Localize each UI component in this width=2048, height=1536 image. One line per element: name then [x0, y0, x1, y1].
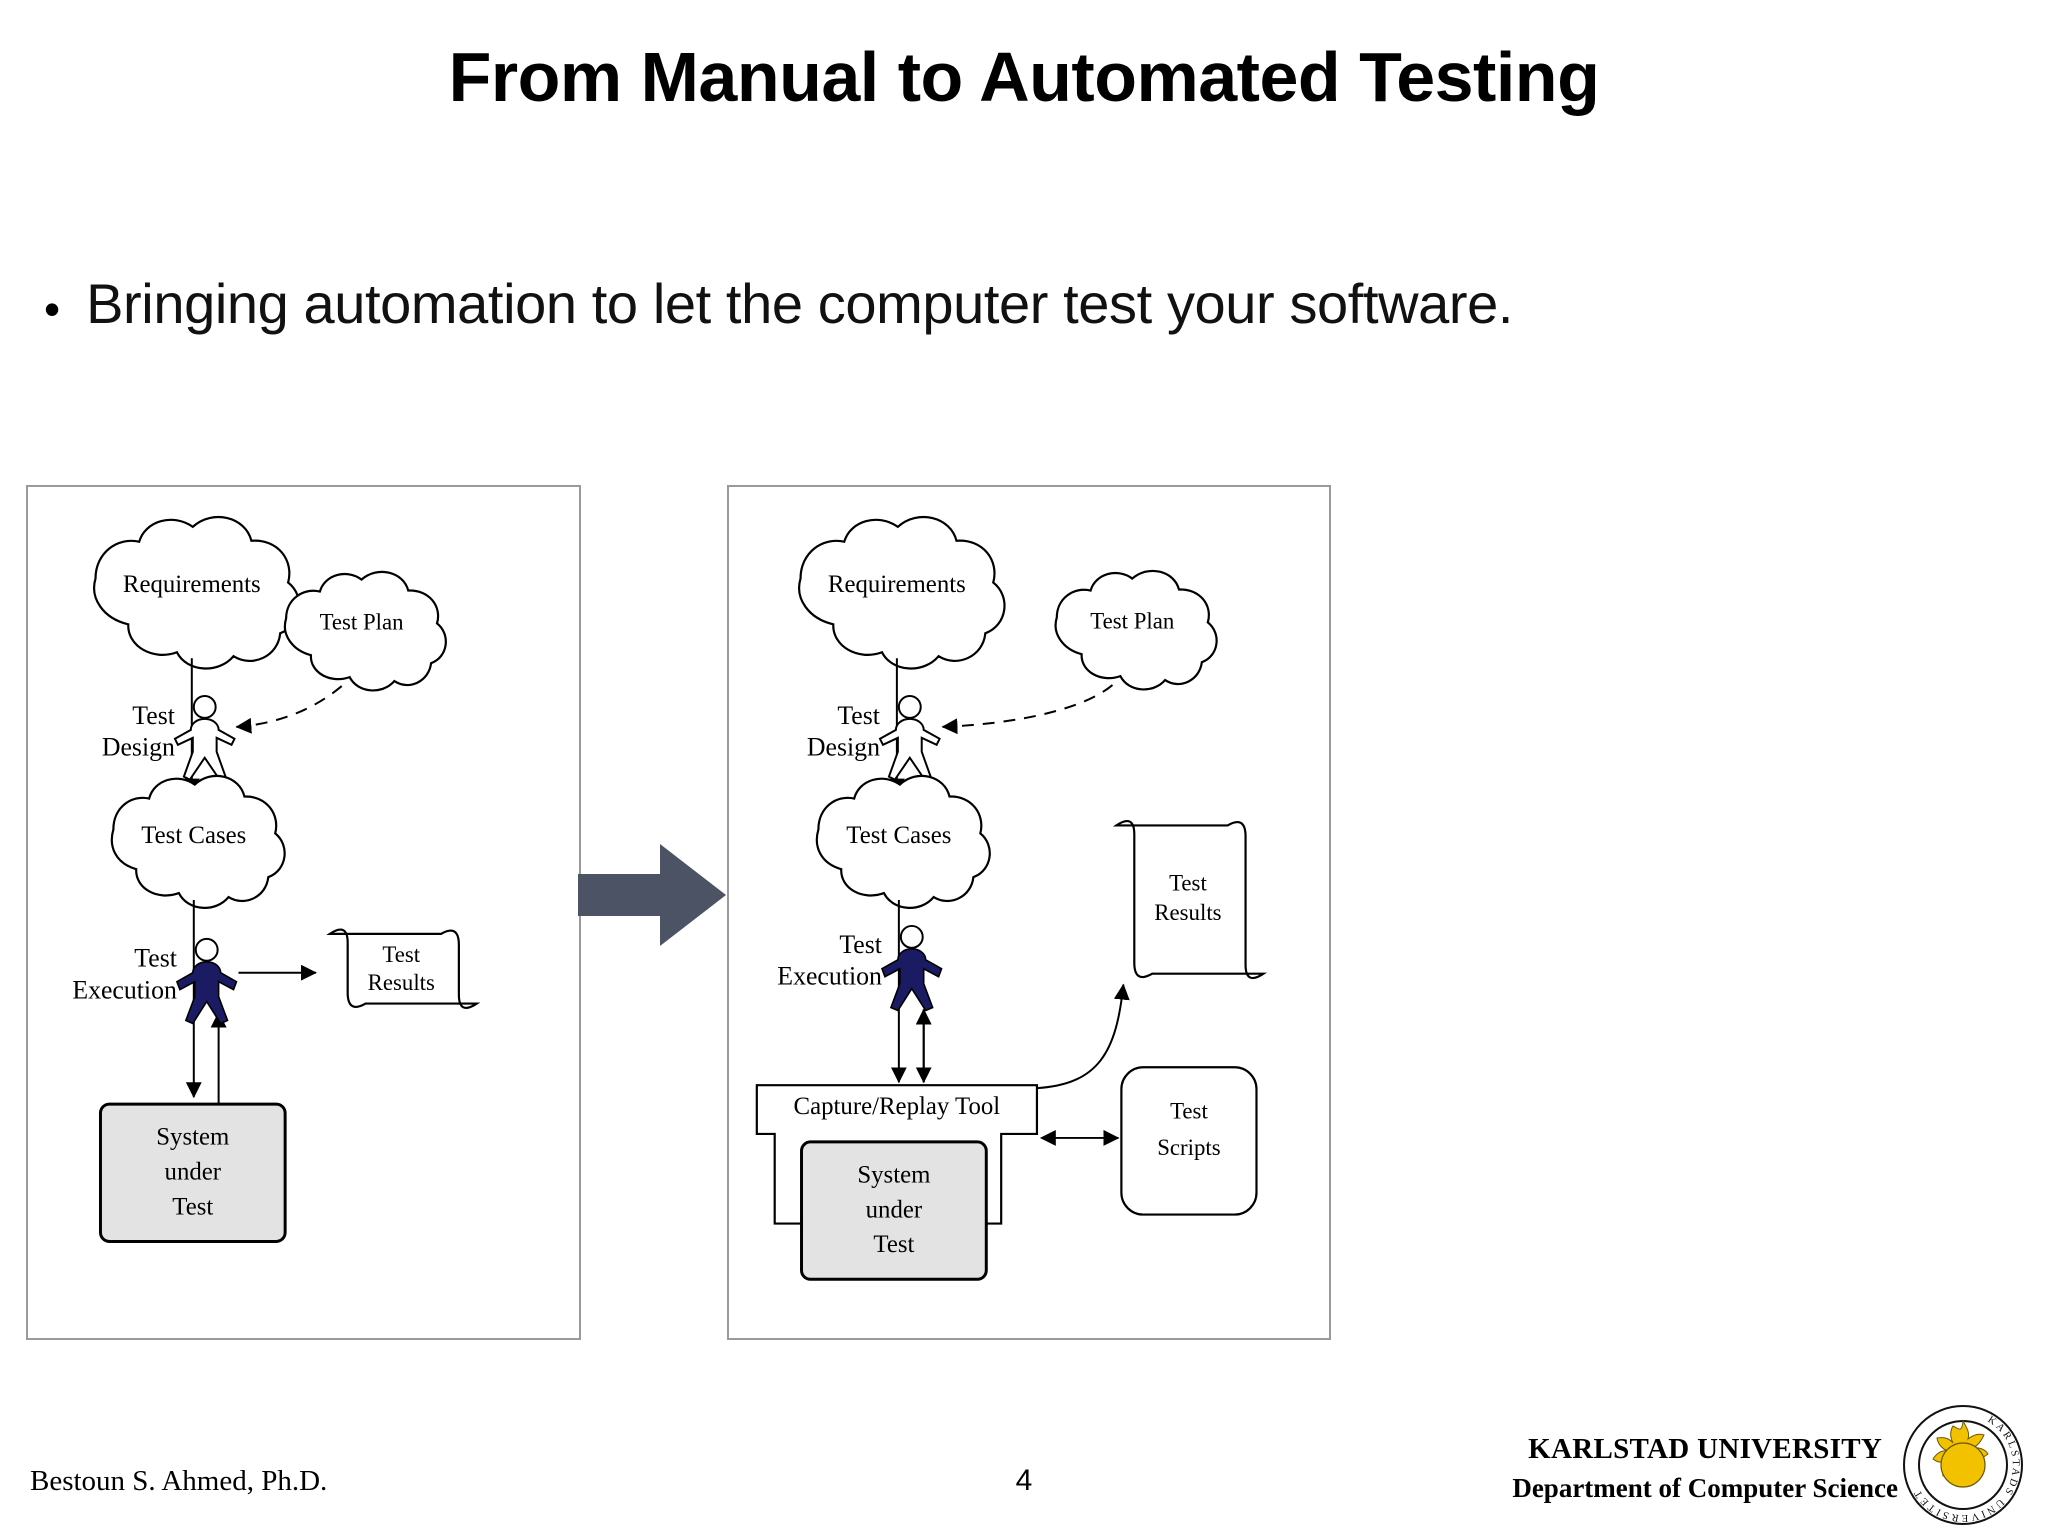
footer-author: Bestoun S. Ahmed, Ph.D. — [30, 1465, 328, 1497]
test-cases-label: Test Cases — [141, 822, 246, 849]
node-requirements: Requirements — [798, 516, 1006, 670]
sut-label-line3: Test — [873, 1231, 914, 1258]
test-results-label-line2: Results — [368, 970, 435, 995]
test-plan-label: Test Plan — [320, 610, 405, 635]
sut-label-line1: System — [156, 1124, 229, 1151]
test-scripts-label-line1: Test — [1170, 1098, 1208, 1123]
manual-flow-svg: Requirements Test Plan Test Design Test … — [72, 516, 481, 1243]
node-test-plan: Test Plan — [1054, 569, 1218, 691]
node-test-results: Test Results — [1112, 819, 1268, 980]
transition-arrow-icon — [578, 840, 728, 950]
node-system-under-test: System under Test — [98, 1102, 287, 1243]
node-test-cases: Test Cases — [110, 774, 286, 909]
sut-label-line2: under — [165, 1158, 222, 1185]
sut-label-line1: System — [857, 1161, 930, 1188]
test-results-label-line1: Test — [382, 942, 420, 967]
bullet-list: • Bringing automation to let the compute… — [44, 272, 2024, 336]
test-design-label-line2: Design — [102, 733, 175, 762]
footer-brand: KARLSTAD UNIVERSITY Department of Comput… — [1512, 1430, 1898, 1506]
page-number: 4 — [1015, 1464, 1033, 1497]
node-test-plan: Test Plan — [283, 570, 447, 692]
test-cases-label: Test Cases — [846, 822, 951, 849]
person-test-design-icon — [173, 695, 236, 781]
test-scripts-label-line2: Scripts — [1157, 1135, 1221, 1160]
test-execution-label-line2: Execution — [72, 976, 177, 1005]
node-capture-replay-tool: Capture/Replay Tool — [755, 1084, 1039, 1225]
brand-department-name: Department of Computer Science — [1512, 1472, 1898, 1503]
requirements-label: Requirements — [828, 571, 966, 598]
bullet-marker-icon: • — [44, 283, 61, 335]
test-execution-label-line1: Test — [134, 944, 177, 973]
node-system-under-test: System under Test — [800, 1140, 988, 1281]
test-execution-label-line1: Test — [839, 930, 882, 959]
person-test-execution-icon — [880, 924, 943, 1012]
sut-label-line2: under — [866, 1196, 923, 1223]
edge-tool-to-testresults — [1036, 983, 1130, 1090]
capture-replay-tool-label: Capture/Replay Tool — [794, 1093, 1001, 1120]
test-results-label-line1: Test — [1169, 870, 1207, 895]
test-design-label-line1: Test — [132, 701, 175, 730]
test-execution-label-line2: Execution — [777, 962, 882, 991]
sut-label-line3: Test — [172, 1193, 213, 1220]
manual-testing-panel: Requirements Test Plan Test Design Test … — [26, 485, 581, 1340]
requirements-label: Requirements — [123, 571, 261, 598]
node-test-cases: Test Cases — [815, 774, 991, 909]
page-title: From Manual to Automated Testing — [448, 38, 1600, 116]
test-plan-label: Test Plan — [1090, 609, 1175, 634]
brand-university-name: KARLSTAD UNIVERSITY — [1528, 1433, 1883, 1466]
node-test-scripts: Test Scripts — [1120, 1066, 1258, 1216]
person-test-design-icon — [878, 695, 941, 781]
edge-testplan-to-testdesign — [941, 684, 1114, 735]
test-design-label-line2: Design — [807, 733, 880, 762]
person-test-execution-icon — [175, 937, 238, 1025]
edge-testplan-to-testdesign — [235, 685, 343, 734]
automated-testing-panel: Requirements Test Plan Test Design Test … — [727, 485, 1331, 1340]
test-results-label-line2: Results — [1154, 900, 1221, 925]
bullet-item-text: Bringing automation to let the computer … — [86, 272, 1514, 335]
karlstad-university-logo-icon: KARLSTADS UNIVERSITET — [1900, 1402, 2026, 1528]
automated-flow-svg: Requirements Test Plan Test Design Test … — [755, 516, 1268, 1281]
test-design-label-line1: Test — [837, 701, 880, 730]
node-requirements: Requirements — [93, 516, 301, 670]
node-test-results: Test Results — [326, 928, 481, 1009]
